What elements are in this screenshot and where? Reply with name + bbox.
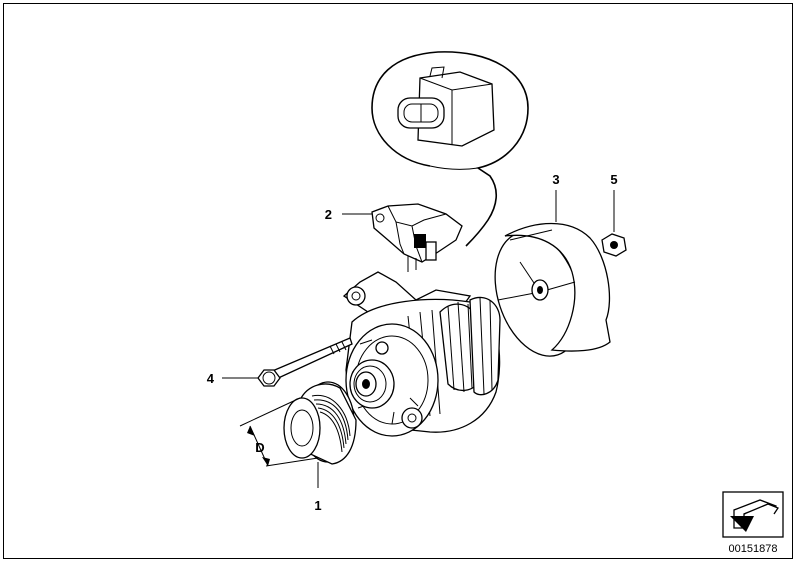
cooling-fins [407,296,501,417]
alternator [342,271,501,437]
callout-3: 3 [552,172,559,187]
plug-connector-icon [397,66,495,147]
leader-lines [222,190,615,488]
bolt [257,337,353,387]
dimension-label: D [255,440,264,455]
connector-detail-bubble [371,51,529,247]
callout-1: 1 [314,498,321,513]
voltage-regulator [371,203,463,272]
callout-4: 4 [207,371,215,386]
drawing-number: 00151878 [729,543,778,555]
alternator-hub [349,359,395,409]
dimension-d-marker [239,397,319,467]
callout-2: 2 [325,207,332,222]
hex-nut [601,233,627,257]
diagram-frame [3,3,793,559]
callout-5: 5 [610,172,617,187]
pulley [283,381,357,465]
page-turn-arrow-icon [722,491,784,538]
protective-cap [494,222,611,357]
